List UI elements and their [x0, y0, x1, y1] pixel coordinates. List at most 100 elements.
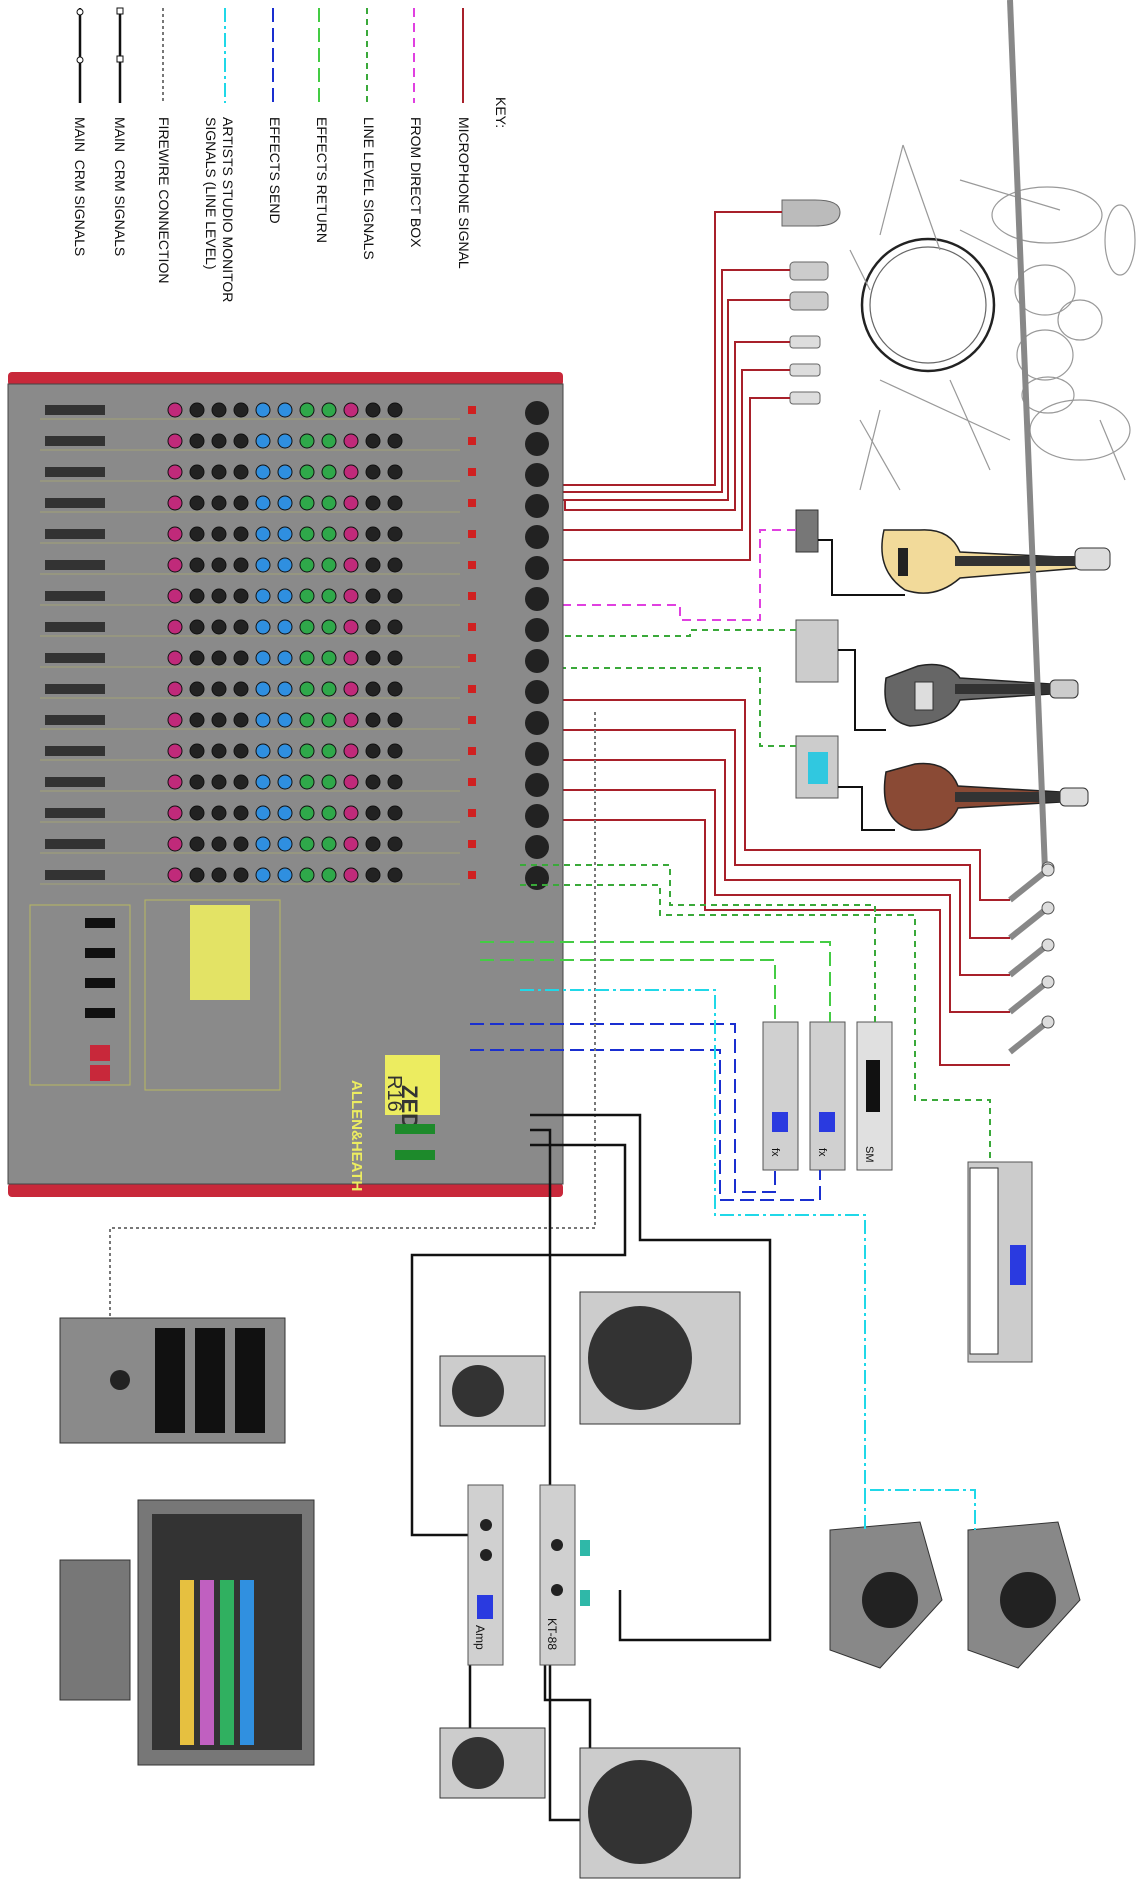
channel-knob[interactable] — [212, 775, 226, 789]
channel-knob[interactable] — [256, 744, 270, 758]
channel-knob[interactable] — [234, 713, 248, 727]
channel-knob[interactable] — [388, 403, 402, 417]
channel-knob[interactable] — [300, 682, 314, 696]
channel-knob[interactable] — [322, 682, 336, 696]
channel-knob[interactable] — [278, 651, 292, 665]
channel-knob[interactable] — [300, 496, 314, 510]
channel-knob[interactable] — [366, 620, 380, 634]
channel-knob[interactable] — [168, 589, 182, 603]
channel-knob[interactable] — [278, 558, 292, 572]
channel-fader[interactable] — [45, 777, 105, 787]
channel-knob[interactable] — [366, 837, 380, 851]
channel-knob[interactable] — [300, 465, 314, 479]
channel-knob[interactable] — [388, 837, 402, 851]
channel-knob[interactable] — [212, 806, 226, 820]
channel-fader[interactable] — [45, 498, 105, 508]
channel-knob[interactable] — [344, 682, 358, 696]
channel-knob[interactable] — [190, 620, 204, 634]
channel-knob[interactable] — [234, 620, 248, 634]
channel-knob[interactable] — [300, 806, 314, 820]
channel-knob[interactable] — [344, 589, 358, 603]
channel-knob[interactable] — [168, 434, 182, 448]
channel-knob[interactable] — [234, 806, 248, 820]
channel-knob[interactable] — [366, 713, 380, 727]
channel-knob[interactable] — [278, 589, 292, 603]
channel-xlr-input[interactable] — [525, 432, 549, 456]
channel-knob[interactable] — [168, 527, 182, 541]
channel-knob[interactable] — [234, 682, 248, 696]
channel-knob[interactable] — [322, 558, 336, 572]
channel-knob[interactable] — [322, 620, 336, 634]
channel-fader[interactable] — [45, 746, 105, 756]
channel-knob[interactable] — [366, 589, 380, 603]
channel-xlr-input[interactable] — [525, 494, 549, 518]
channel-knob[interactable] — [190, 775, 204, 789]
channel-knob[interactable] — [234, 651, 248, 665]
channel-knob[interactable] — [278, 837, 292, 851]
channel-knob[interactable] — [234, 434, 248, 448]
channel-fader[interactable] — [45, 715, 105, 725]
channel-knob[interactable] — [256, 434, 270, 448]
channel-knob[interactable] — [168, 806, 182, 820]
channel-xlr-input[interactable] — [525, 711, 549, 735]
channel-knob[interactable] — [256, 558, 270, 572]
channel-knob[interactable] — [168, 868, 182, 882]
channel-xlr-input[interactable] — [525, 649, 549, 673]
channel-knob[interactable] — [256, 589, 270, 603]
channel-knob[interactable] — [366, 868, 380, 882]
channel-knob[interactable] — [168, 465, 182, 479]
channel-knob[interactable] — [256, 713, 270, 727]
channel-fader[interactable] — [45, 405, 105, 415]
channel-knob[interactable] — [212, 837, 226, 851]
channel-fader[interactable] — [45, 467, 105, 477]
channel-knob[interactable] — [278, 496, 292, 510]
channel-knob[interactable] — [168, 620, 182, 634]
channel-knob[interactable] — [190, 682, 204, 696]
channel-knob[interactable] — [190, 868, 204, 882]
channel-fader[interactable] — [45, 839, 105, 849]
channel-knob[interactable] — [278, 806, 292, 820]
channel-knob[interactable] — [278, 527, 292, 541]
channel-knob[interactable] — [322, 775, 336, 789]
channel-knob[interactable] — [256, 620, 270, 634]
channel-knob[interactable] — [366, 558, 380, 572]
channel-knob[interactable] — [256, 775, 270, 789]
channel-knob[interactable] — [366, 527, 380, 541]
channel-knob[interactable] — [190, 403, 204, 417]
channel-xlr-input[interactable] — [525, 463, 549, 487]
channel-knob[interactable] — [212, 527, 226, 541]
channel-knob[interactable] — [256, 682, 270, 696]
channel-knob[interactable] — [168, 651, 182, 665]
channel-knob[interactable] — [300, 651, 314, 665]
channel-knob[interactable] — [322, 496, 336, 510]
channel-knob[interactable] — [344, 713, 358, 727]
channel-knob[interactable] — [388, 434, 402, 448]
channel-knob[interactable] — [190, 744, 204, 758]
channel-knob[interactable] — [278, 682, 292, 696]
master-fader[interactable] — [85, 948, 115, 958]
channel-knob[interactable] — [388, 713, 402, 727]
channel-knob[interactable] — [168, 558, 182, 572]
channel-xlr-input[interactable] — [525, 587, 549, 611]
channel-knob[interactable] — [212, 713, 226, 727]
channel-fader[interactable] — [45, 870, 105, 880]
channel-knob[interactable] — [388, 465, 402, 479]
channel-knob[interactable] — [388, 558, 402, 572]
channel-knob[interactable] — [300, 403, 314, 417]
channel-knob[interactable] — [344, 465, 358, 479]
channel-knob[interactable] — [278, 620, 292, 634]
channel-fader[interactable] — [45, 622, 105, 632]
channel-knob[interactable] — [366, 465, 380, 479]
channel-knob[interactable] — [256, 527, 270, 541]
channel-knob[interactable] — [190, 434, 204, 448]
channel-knob[interactable] — [366, 651, 380, 665]
channel-knob[interactable] — [322, 465, 336, 479]
channel-knob[interactable] — [366, 775, 380, 789]
channel-knob[interactable] — [168, 496, 182, 510]
channel-knob[interactable] — [256, 837, 270, 851]
channel-knob[interactable] — [322, 868, 336, 882]
channel-knob[interactable] — [388, 651, 402, 665]
channel-knob[interactable] — [388, 589, 402, 603]
channel-knob[interactable] — [344, 558, 358, 572]
channel-knob[interactable] — [344, 434, 358, 448]
